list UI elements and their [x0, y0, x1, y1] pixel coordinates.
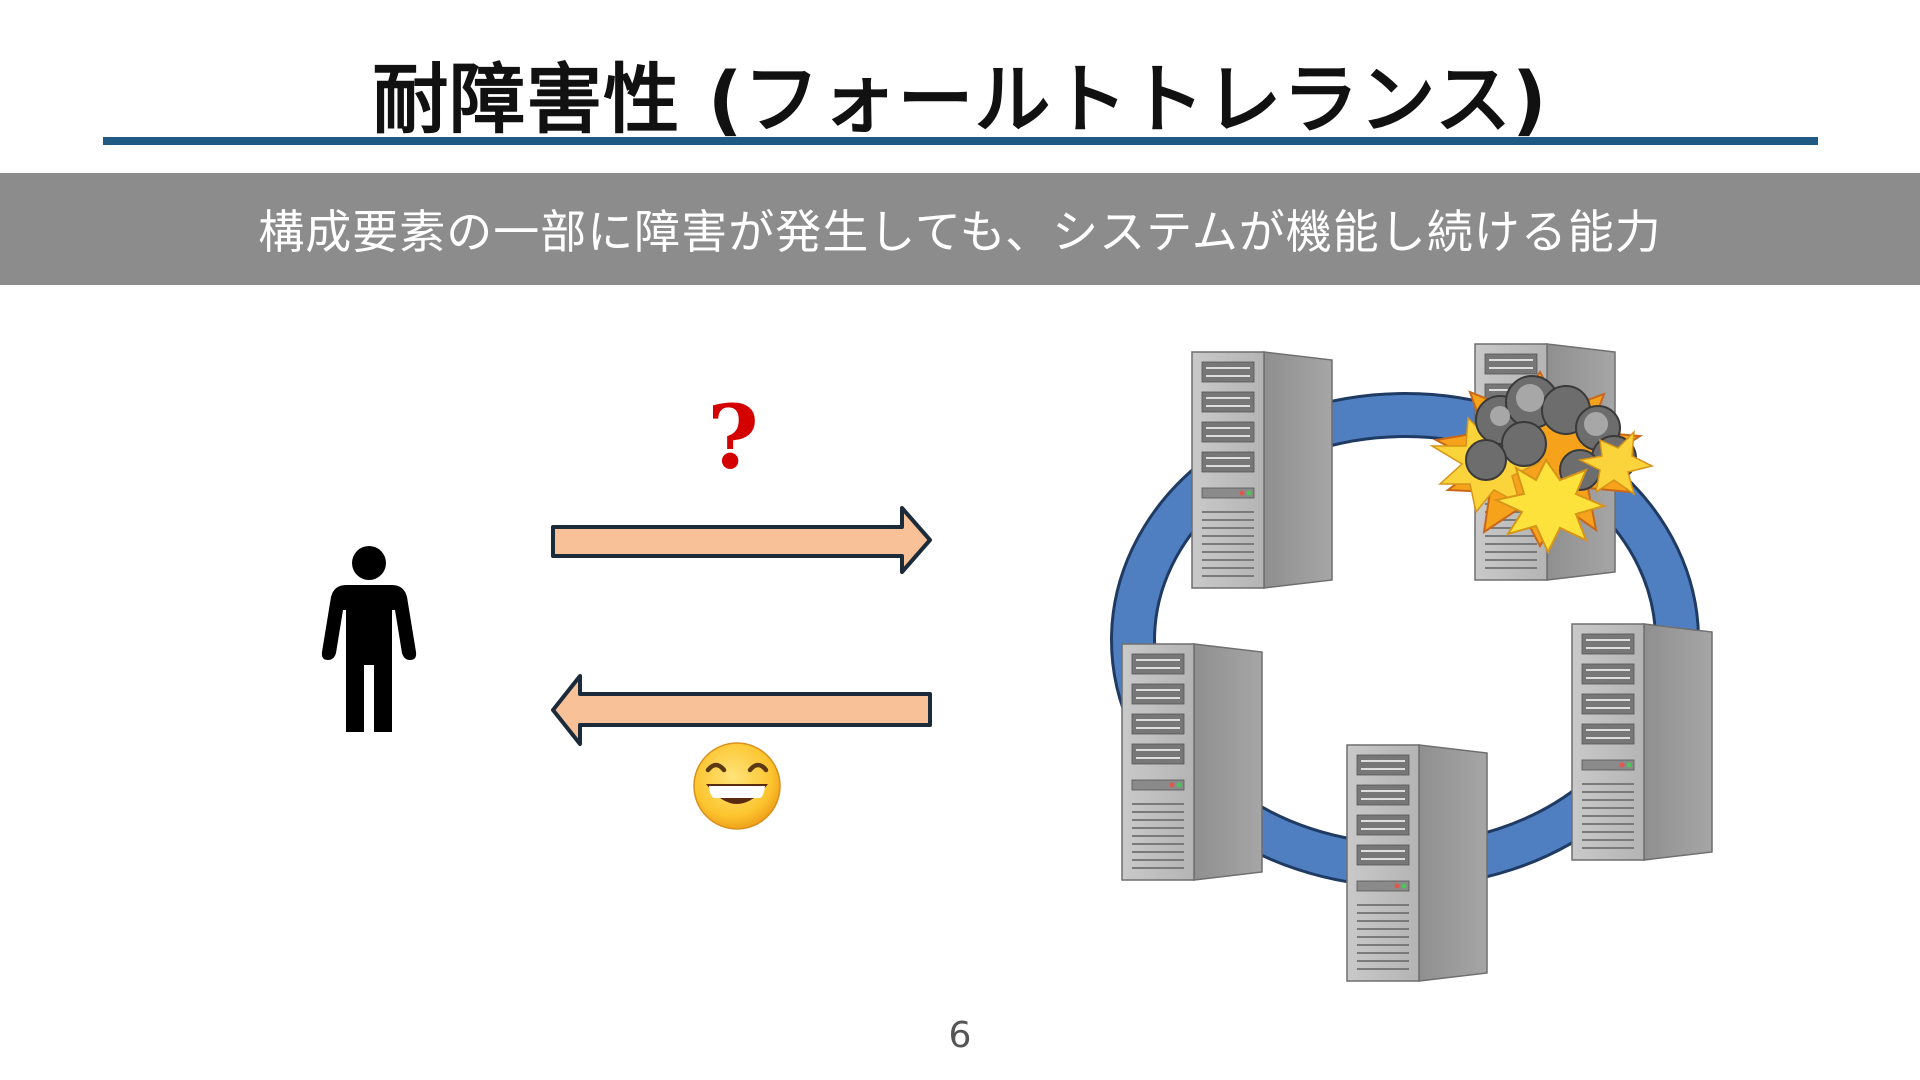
- explosion-icon: [1429, 370, 1655, 555]
- server-bottom: [1346, 744, 1488, 982]
- server-mid-left: [1121, 643, 1263, 881]
- definition-text: 構成要素の一部に障害が発生しても、システムが機能し続ける能力: [258, 205, 1662, 259]
- question-mark: ?: [707, 385, 759, 489]
- arrow-right-icon: [551, 506, 932, 574]
- server-top-left: [1191, 351, 1333, 589]
- title-underline: [103, 137, 1818, 145]
- server-mid-right: [1571, 623, 1713, 861]
- arrow-left-icon: [551, 674, 932, 746]
- person-icon: [321, 546, 417, 732]
- grinning-face-icon: [693, 742, 781, 830]
- slide-title: 耐障害性 (フォールトトレランス): [372, 55, 1548, 144]
- page-number: 6: [948, 1015, 972, 1056]
- definition-banner: 構成要素の一部に障害が発生しても、システムが機能し続ける能力: [0, 173, 1920, 285]
